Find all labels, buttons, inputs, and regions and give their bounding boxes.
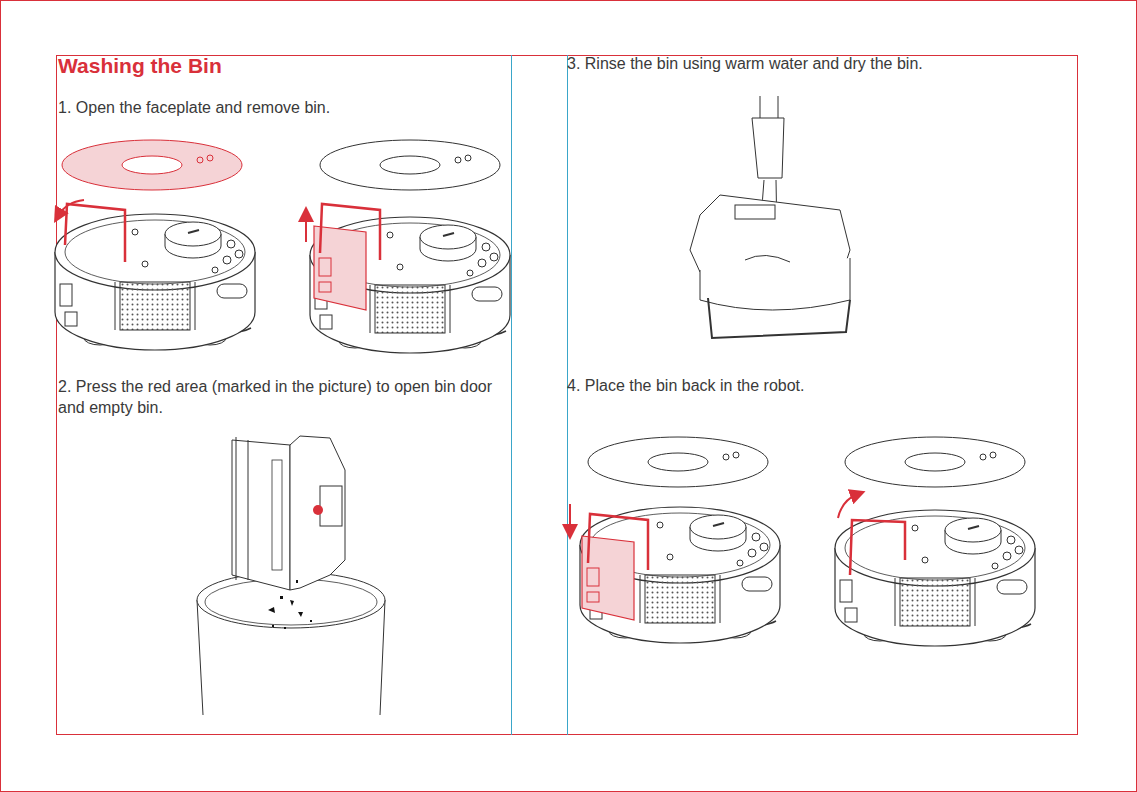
robot-vacuum [55, 214, 255, 350]
bin-handle [236, 437, 248, 580]
insert-arrow [569, 504, 571, 532]
rotate-arrow [838, 494, 858, 518]
step2 [197, 436, 385, 715]
content-frame [57, 56, 1078, 735]
step-instruction: 2. Press the red area (marked in the pic… [58, 376, 523, 418]
step1-left [55, 140, 255, 350]
dust-bin [582, 514, 648, 620]
debris [268, 580, 312, 629]
bin-filter [272, 460, 282, 570]
section-title: Washing the Bin [58, 54, 458, 78]
lift-arrow [305, 214, 307, 242]
dust-bin [314, 204, 380, 310]
bin-door [232, 440, 290, 590]
robot-vacuum [580, 507, 780, 643]
step-instruction: 1. Open the faceplate and remove bin. [58, 97, 498, 118]
column-guide [511, 55, 512, 735]
faceplate [588, 437, 768, 487]
faucet [760, 96, 778, 118]
faceplate [320, 140, 500, 190]
rotate-arrow [58, 200, 84, 216]
dust-bin [290, 436, 345, 590]
bin-handle [65, 204, 125, 262]
step3 [690, 96, 850, 338]
bin-handle [850, 520, 905, 575]
bin-detail [735, 205, 775, 219]
column-guide [567, 55, 568, 735]
faucet [752, 118, 784, 178]
step1-right [306, 140, 510, 353]
faceplate [62, 140, 242, 190]
bin-detail [320, 486, 342, 526]
faceplate [845, 437, 1025, 487]
release-button [313, 505, 323, 515]
robot-vacuum [835, 510, 1035, 646]
step-instruction: 3. Rinse the bin using warm water and dr… [567, 53, 1047, 74]
dust-bin [700, 258, 850, 310]
water-splash [745, 255, 790, 262]
bin-handle [708, 298, 850, 338]
step-instruction: 4. Place the bin back in the robot. [567, 375, 1047, 396]
step4-left [570, 437, 780, 643]
step4-right [835, 437, 1035, 646]
